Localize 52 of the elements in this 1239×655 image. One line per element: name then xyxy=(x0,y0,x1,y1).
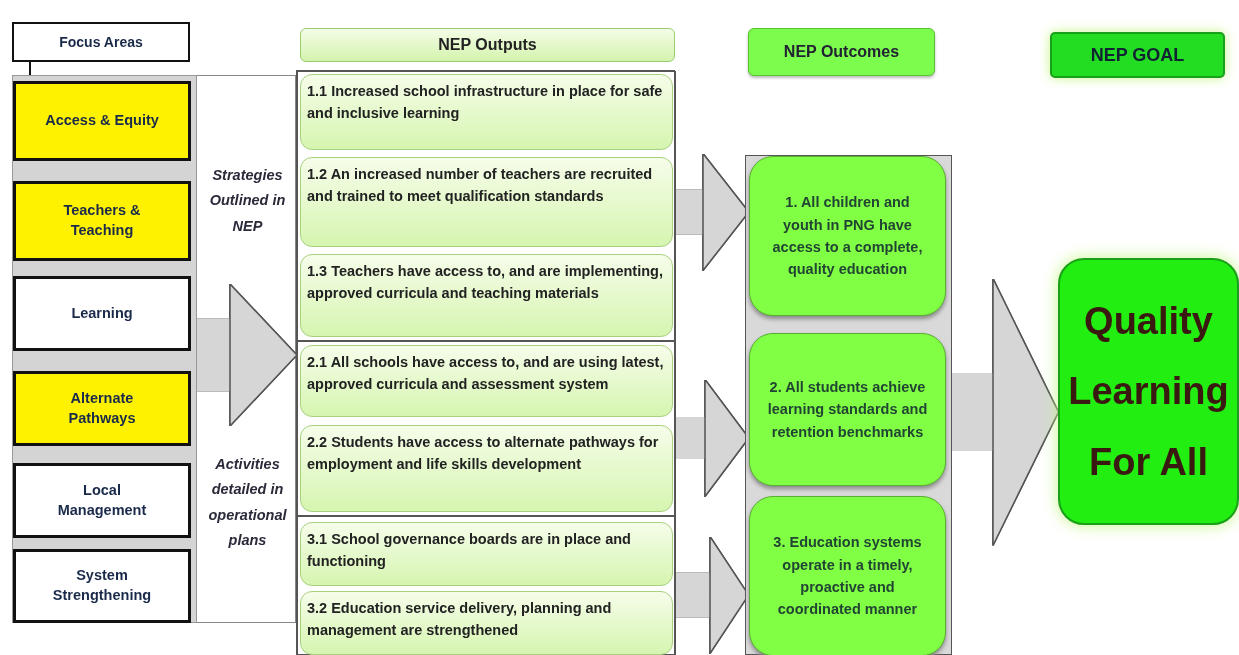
output-box xyxy=(300,74,673,150)
outcome-box xyxy=(749,333,946,486)
focus-area-label: Access & Equity xyxy=(45,111,159,131)
output-box xyxy=(300,591,673,655)
goal-text: Quality Learning For All xyxy=(1067,299,1230,485)
output-box xyxy=(300,345,673,417)
column-header xyxy=(1050,32,1225,78)
output-box xyxy=(300,522,673,586)
output-text: 3.1 School governance boards are in place and functioning xyxy=(307,530,632,572)
header-label: Focus Areas xyxy=(59,34,143,50)
outcome-panel xyxy=(745,155,952,655)
output-group-frame xyxy=(297,71,676,341)
header-box xyxy=(12,22,190,62)
focus-area-label: Alternate Pathways xyxy=(67,388,137,428)
output-group-frame xyxy=(297,341,676,516)
output-box xyxy=(300,254,673,337)
block-arrow xyxy=(952,277,1060,547)
focus-area-box xyxy=(13,463,191,538)
focus-area-box xyxy=(13,181,191,261)
outcome-text: 3. Education systems operate in a timely, proactive and coordinated manner xyxy=(772,533,923,620)
outcome-text: 2. All students achieve learning standards and retention benchmarks xyxy=(766,377,929,442)
focus-area-box xyxy=(13,276,191,351)
output-text: 3.2 Education service delivery, planning and management are strengthened xyxy=(307,599,613,641)
focus-area-box xyxy=(13,371,191,446)
side-note: Strategies Outlined in NEP xyxy=(208,166,287,236)
focus-area-box xyxy=(13,549,191,623)
outcome-box xyxy=(749,496,946,655)
output-box xyxy=(300,157,673,247)
column-header xyxy=(748,28,935,76)
column-header-label: NEP GOAL xyxy=(1090,44,1185,66)
output-text: 1.3 Teachers have access to, and are implementing, approved curricula and teaching materials xyxy=(307,262,664,304)
output-text: 1.2 An increased number of teachers are recruited and trained to meet qualification standards xyxy=(307,165,654,207)
output-text: 1.1 Increased school infrastructure in place for safe and inclusive learning xyxy=(307,82,664,124)
goal-box xyxy=(1058,258,1239,525)
block-arrow xyxy=(197,283,298,427)
focus-area-label: Learning xyxy=(71,303,133,323)
output-text: 2.1 All schools have access to, and are using latest, approved curricula and assessment system xyxy=(307,353,665,395)
column-header-label: NEP Outputs xyxy=(438,36,537,54)
output-group-frame xyxy=(296,70,675,655)
outcome-box xyxy=(749,156,946,316)
column-header-label: NEP Outcomes xyxy=(783,43,900,61)
outcome-text: 1. All children and youth in PNG have access to a complete, quality education xyxy=(771,193,924,280)
focus-area-label: Local Management xyxy=(56,480,148,520)
focus-area-panel xyxy=(12,75,197,623)
focus-area-box xyxy=(13,81,191,161)
output-text: 2.2 Students have access to alternate pathways for employment and life skills development xyxy=(307,433,660,475)
focus-area-label: Teachers & Teaching xyxy=(62,201,142,240)
column-header xyxy=(300,28,675,62)
side-note: Activities detailed in operational plans xyxy=(207,455,288,551)
focus-area-label: System Strengthening xyxy=(51,566,153,605)
output-group-frame xyxy=(297,516,676,655)
output-box xyxy=(300,425,673,512)
